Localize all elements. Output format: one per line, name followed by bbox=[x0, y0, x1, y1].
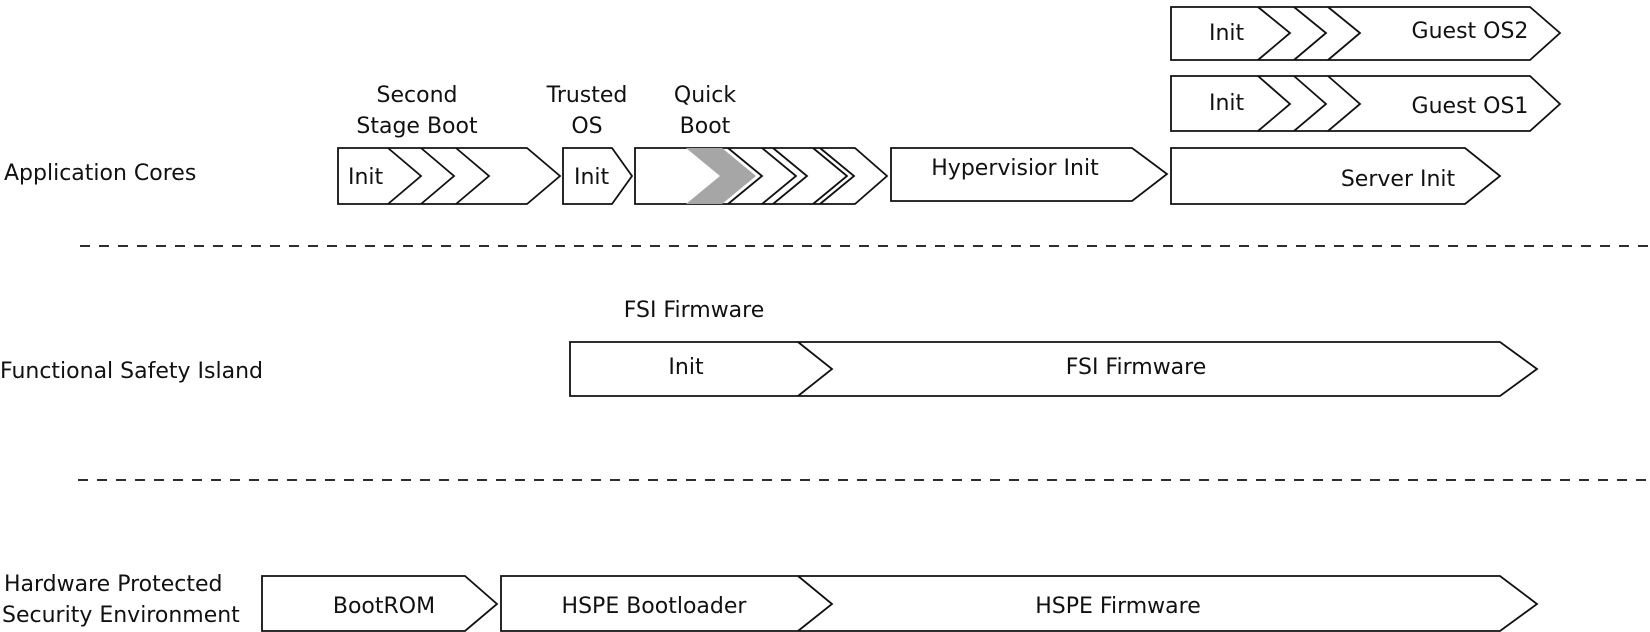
hspe-bootloader-block: HSPE Bootloader HSPE Firmware bbox=[500, 575, 1539, 632]
trusted-os-init-label: Init bbox=[574, 165, 610, 190]
trusted-os-header-line2: OS bbox=[571, 114, 602, 139]
lane-label-application-cores: Application Cores bbox=[4, 161, 196, 186]
hspe-firmware-label: HSPE Firmware bbox=[1035, 594, 1201, 619]
lane-label-hpse-line1: Hardware Protected bbox=[4, 572, 223, 597]
guest-os1-init-label: Init bbox=[1209, 91, 1245, 116]
lane-label-hpse-line2: Security Environment bbox=[2, 603, 240, 628]
fsi-init-label: Init bbox=[668, 355, 704, 380]
quick-boot-block bbox=[634, 147, 889, 205]
trusted-os-block: Init bbox=[562, 147, 634, 205]
server-init-label: Server Init bbox=[1341, 167, 1456, 192]
fsi-firmware-label: FSI Firmware bbox=[1066, 355, 1207, 380]
guest-os1-label: Guest OS1 bbox=[1412, 94, 1529, 119]
second-stage-init-label: Init bbox=[348, 165, 384, 190]
lane-label-functional-safety-island: Functional Safety Island bbox=[0, 359, 263, 384]
bootrom-label: BootROM bbox=[333, 594, 435, 619]
guest-os1-block: Init Guest OS1 bbox=[1170, 75, 1562, 132]
quick-boot-header-line1: Quick bbox=[674, 83, 736, 108]
fsi-firmware-header: FSI Firmware bbox=[624, 298, 765, 323]
hypervisor-init-label: Hypervisior Init bbox=[931, 156, 1099, 181]
fsi-block: Init FSI Firmware bbox=[569, 341, 1539, 397]
guest-os2-label: Guest OS2 bbox=[1412, 19, 1529, 44]
second-stage-boot-header-line1: Second bbox=[377, 83, 458, 108]
guest-os2-init-label: Init bbox=[1209, 21, 1245, 46]
bootrom-block: BootROM bbox=[261, 575, 499, 632]
quick-boot-highlight-chevron bbox=[686, 148, 756, 204]
hspe-bootloader-label: HSPE Bootloader bbox=[562, 594, 748, 619]
guest-os2-block: Init Guest OS2 bbox=[1170, 6, 1562, 61]
second-stage-boot-block: Init bbox=[337, 147, 562, 205]
server-init-block: Server Init bbox=[1170, 147, 1502, 205]
second-stage-boot-header-line2: Stage Boot bbox=[356, 114, 478, 139]
hypervisor-init-block: Hypervisior Init bbox=[890, 147, 1169, 202]
trusted-os-header-line1: Trusted bbox=[546, 83, 628, 108]
quick-boot-header-line2: Boot bbox=[680, 114, 731, 139]
